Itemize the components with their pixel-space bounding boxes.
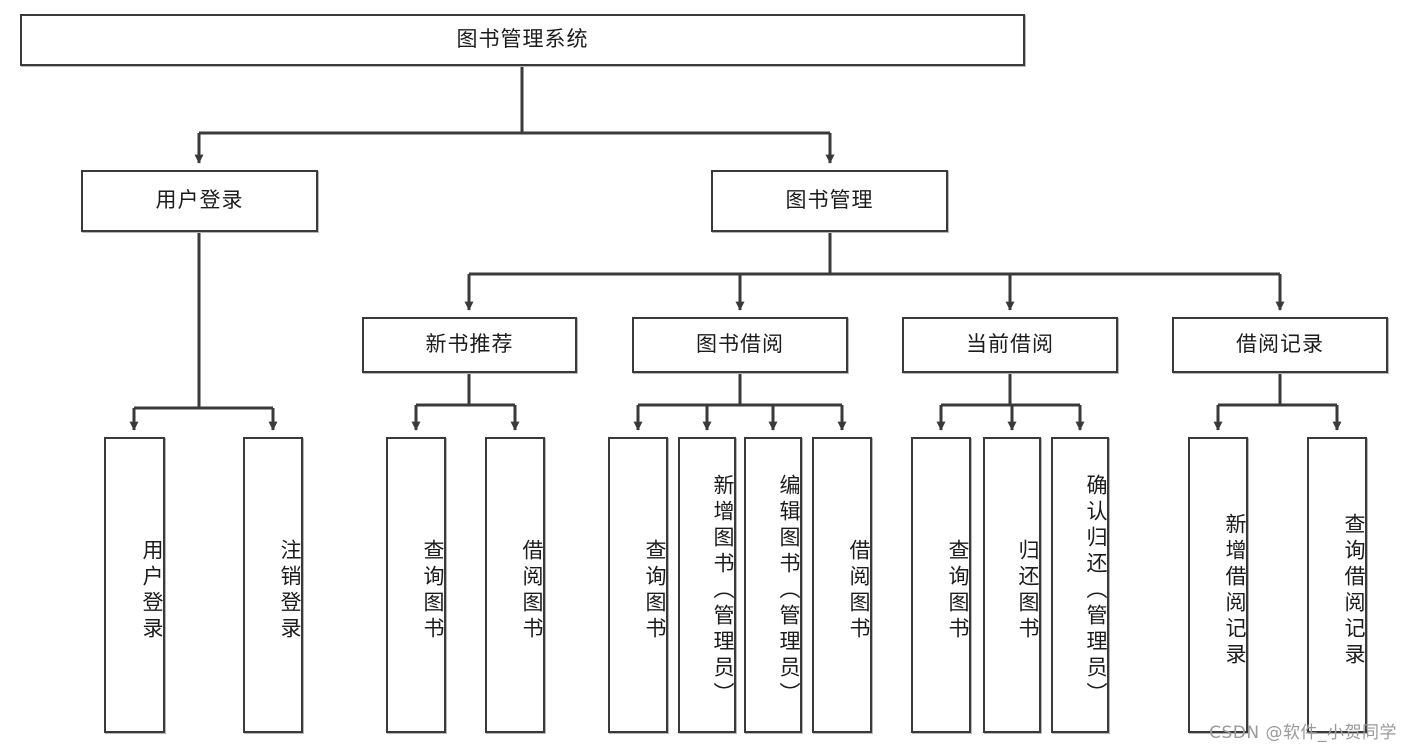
node-leaf-borrow-book-2[interactable]: 借阅图书 — [812, 437, 872, 733]
node-label: 图书管理系统 — [456, 27, 589, 52]
node-leaf-edit-book[interactable]: 编辑图书（管理员） — [744, 437, 802, 733]
node-label: 图书管理 — [785, 188, 874, 213]
node-label: 查询图书 — [643, 539, 667, 643]
node-leaf-query-book-1[interactable]: 查询图书 — [386, 437, 446, 733]
node-leaf-query-book-3[interactable]: 查询图书 — [911, 437, 971, 733]
node-label: 归还图书 — [1016, 539, 1040, 643]
node-borrow-record[interactable]: 借阅记录 — [1172, 317, 1388, 373]
node-label: 借阅记录 — [1236, 332, 1324, 357]
node-label: 新增图书（管理员） — [711, 474, 735, 708]
node-new-book-rec[interactable]: 新书推荐 — [362, 317, 577, 373]
node-leaf-borrow-book-1[interactable]: 借阅图书 — [485, 437, 545, 733]
node-label: 借阅图书 — [847, 539, 871, 643]
node-label: 用户登录 — [155, 188, 244, 213]
node-leaf-logout[interactable]: 注销登录 — [243, 437, 303, 733]
node-label: 查询借阅记录 — [1342, 513, 1366, 669]
node-label: 确认归还（管理员） — [1084, 474, 1108, 708]
node-leaf-user-login[interactable]: 用户登录 — [104, 437, 165, 733]
node-leaf-query-record[interactable]: 查询借阅记录 — [1307, 437, 1367, 733]
node-label: 编辑图书（管理员） — [777, 474, 801, 708]
node-leaf-query-book-2[interactable]: 查询图书 — [608, 437, 668, 733]
node-label: 用户登录 — [140, 539, 164, 643]
node-label: 图书借阅 — [696, 332, 784, 357]
node-leaf-confirm-return[interactable]: 确认归还（管理员） — [1051, 437, 1109, 733]
node-book-manage[interactable]: 图书管理 — [711, 170, 948, 232]
node-label: 新增借阅记录 — [1223, 513, 1247, 669]
node-leaf-add-record[interactable]: 新增借阅记录 — [1188, 437, 1248, 733]
node-label: 借阅图书 — [520, 539, 544, 643]
csdn-watermark: CSDN @软件_小贺同学 — [1209, 723, 1397, 743]
node-leaf-return-book[interactable]: 归还图书 — [983, 437, 1041, 733]
node-label: 查询图书 — [421, 539, 445, 643]
node-label: 新书推荐 — [425, 332, 514, 357]
node-book-borrow[interactable]: 图书借阅 — [632, 317, 848, 373]
node-leaf-add-book[interactable]: 新增图书（管理员） — [678, 437, 736, 733]
node-label: 查询图书 — [946, 539, 970, 643]
node-user-login[interactable]: 用户登录 — [81, 170, 318, 232]
node-label: 当前借阅 — [966, 332, 1054, 357]
node-current-borrow[interactable]: 当前借阅 — [902, 317, 1118, 373]
node-label: 注销登录 — [278, 539, 302, 643]
node-root[interactable]: 图书管理系统 — [20, 14, 1025, 66]
